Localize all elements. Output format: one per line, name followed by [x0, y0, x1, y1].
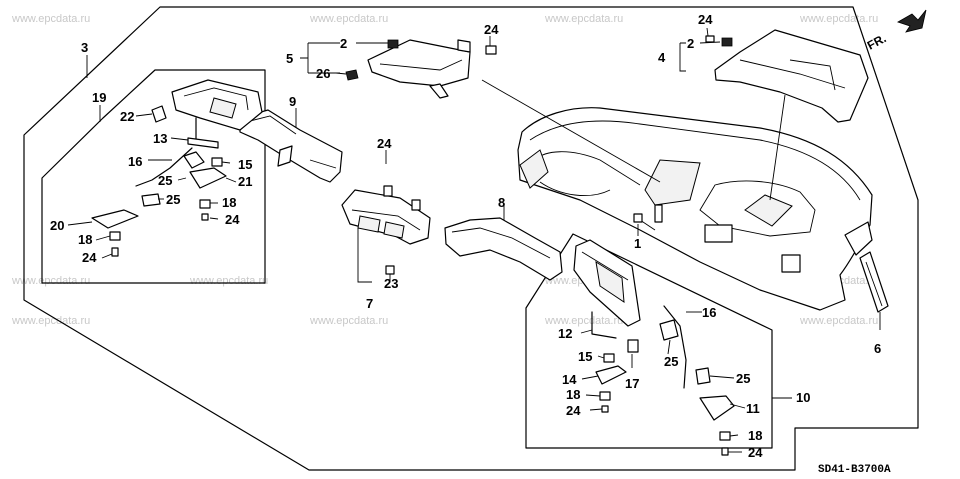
arrow-icon [897, 9, 927, 33]
callout-24: 24 [82, 250, 97, 265]
callout-2: 2 [687, 36, 694, 51]
side-trim [859, 251, 889, 313]
callout-24: 24 [698, 12, 713, 27]
watermark: www.epcdata.ru [544, 315, 623, 327]
callout-25: 25 [158, 173, 172, 188]
callout-22: 22 [120, 109, 134, 124]
callout-19: 19 [92, 90, 106, 105]
callout-8: 8 [498, 195, 505, 210]
callout-24: 24 [377, 136, 392, 151]
callout-10: 10 [796, 390, 810, 405]
watermark: www.epcdata.ru [309, 13, 388, 25]
front-label: FR. [865, 31, 889, 52]
callout-11: 11 [746, 401, 760, 416]
center-duct [239, 109, 343, 183]
clip [385, 265, 395, 275]
watermark: www.epcdata.ru [799, 13, 878, 25]
callout-16: 16 [702, 305, 716, 320]
watermark: www.epcdata.ru [11, 315, 90, 327]
group-box-right [525, 233, 773, 449]
callout-12: 12 [558, 326, 572, 341]
callout-24: 24 [225, 212, 240, 227]
callout-18: 18 [748, 428, 762, 443]
callout-2: 2 [340, 36, 347, 51]
watermark: www.epcdata.ru [11, 13, 90, 25]
watermark: www.epcdata.ru [309, 315, 388, 327]
leader-line [769, 94, 786, 201]
group-box-left [41, 69, 266, 284]
callout-14: 14 [562, 372, 577, 387]
callout-25: 25 [166, 192, 180, 207]
left-linkage-parts [91, 105, 227, 257]
clip [705, 35, 715, 43]
callout-17: 17 [625, 376, 639, 391]
dashboard-assembly [517, 107, 873, 311]
callout-7: 7 [366, 296, 373, 311]
upper-bracket-right [714, 29, 869, 123]
upper-bracket-left [345, 39, 471, 99]
watermark: www.epcdata.ru [799, 315, 878, 327]
callout-16: 16 [128, 154, 142, 169]
right-vent [573, 239, 641, 327]
callout-24: 24 [748, 445, 763, 460]
right-linkage-parts [591, 305, 735, 456]
callout-18: 18 [222, 195, 236, 210]
callout-15: 15 [238, 157, 252, 172]
callout-15: 15 [578, 349, 592, 364]
callout-26: 26 [316, 66, 330, 81]
callout-5: 5 [286, 51, 293, 66]
callout-23: 23 [384, 276, 398, 291]
clip [485, 45, 497, 55]
watermark: www.epcdata.ru [189, 275, 268, 287]
callout-18: 18 [78, 232, 92, 247]
leader-line [481, 79, 661, 183]
callouts: 1 2 2 3 4 5 6 7 8 9 10 11 12 13 14 15 15… [50, 12, 881, 460]
leader-lines [67, 27, 881, 453]
callout-20: 20 [50, 218, 64, 233]
callout-9: 9 [289, 94, 296, 109]
callout-21: 21 [238, 174, 252, 189]
watermark: www.epcdata.ru [11, 275, 90, 287]
diagram-code: SD41-B3700A [818, 464, 891, 476]
outer-frame [23, 6, 919, 471]
side-duct [444, 217, 563, 281]
callout-25: 25 [664, 354, 678, 369]
callout-18: 18 [566, 387, 580, 402]
callout-24: 24 [566, 403, 581, 418]
callout-24: 24 [484, 22, 499, 37]
callout-1: 1 [634, 236, 641, 251]
upper-left-vent [171, 79, 263, 131]
watermark: www.epcdata.ru [544, 13, 623, 25]
callout-13: 13 [153, 131, 167, 146]
callout-4: 4 [658, 50, 666, 65]
callout-6: 6 [874, 341, 881, 356]
callout-25: 25 [736, 371, 750, 386]
callout-3: 3 [81, 40, 88, 55]
center-vent [341, 185, 431, 245]
clip [633, 213, 643, 223]
